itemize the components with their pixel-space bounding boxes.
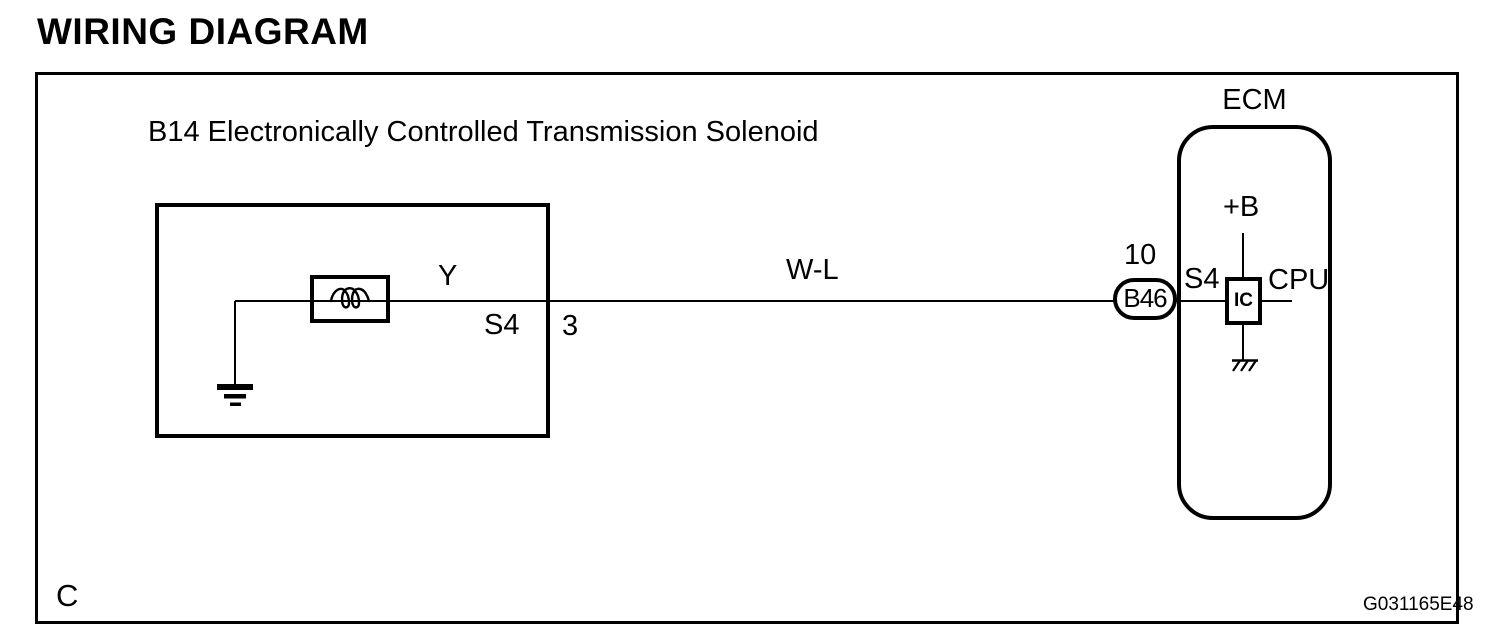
terminal-number-label: 3 (562, 310, 579, 342)
component-label: B14 Electronically Controlled Transmissi… (148, 116, 819, 148)
ecm-power-label: +B (1223, 191, 1260, 223)
solenoid-coil-box (310, 275, 390, 323)
ground-icon (217, 384, 253, 406)
ecm-label: ECM (1222, 84, 1287, 116)
page-title: WIRING DIAGRAM (37, 11, 369, 52)
ic-label: IC (1234, 289, 1253, 311)
solenoid-component-box (155, 203, 550, 438)
figure-code: G031165E48 (1363, 594, 1474, 615)
harness-wire-color-label: W-L (786, 254, 839, 286)
coil-icon (329, 287, 371, 309)
connector-pin-number-label: 10 (1124, 239, 1157, 271)
ecm-pin-label-s4: S4 (1184, 263, 1220, 295)
wire-color-label-y: Y (438, 260, 458, 292)
connector-b46-shape (1113, 278, 1177, 320)
chassis-ground-icon (1232, 359, 1258, 372)
ecm-box (1177, 125, 1332, 520)
corner-section-label: C (56, 578, 79, 613)
solenoid-pin-label-s4: S4 (484, 309, 520, 341)
ecm-cpu-label: CPU (1268, 264, 1330, 296)
connector-code-label: B46 (1123, 283, 1167, 314)
ic-box-shape (1225, 277, 1262, 325)
diagram-frame (35, 72, 1459, 624)
